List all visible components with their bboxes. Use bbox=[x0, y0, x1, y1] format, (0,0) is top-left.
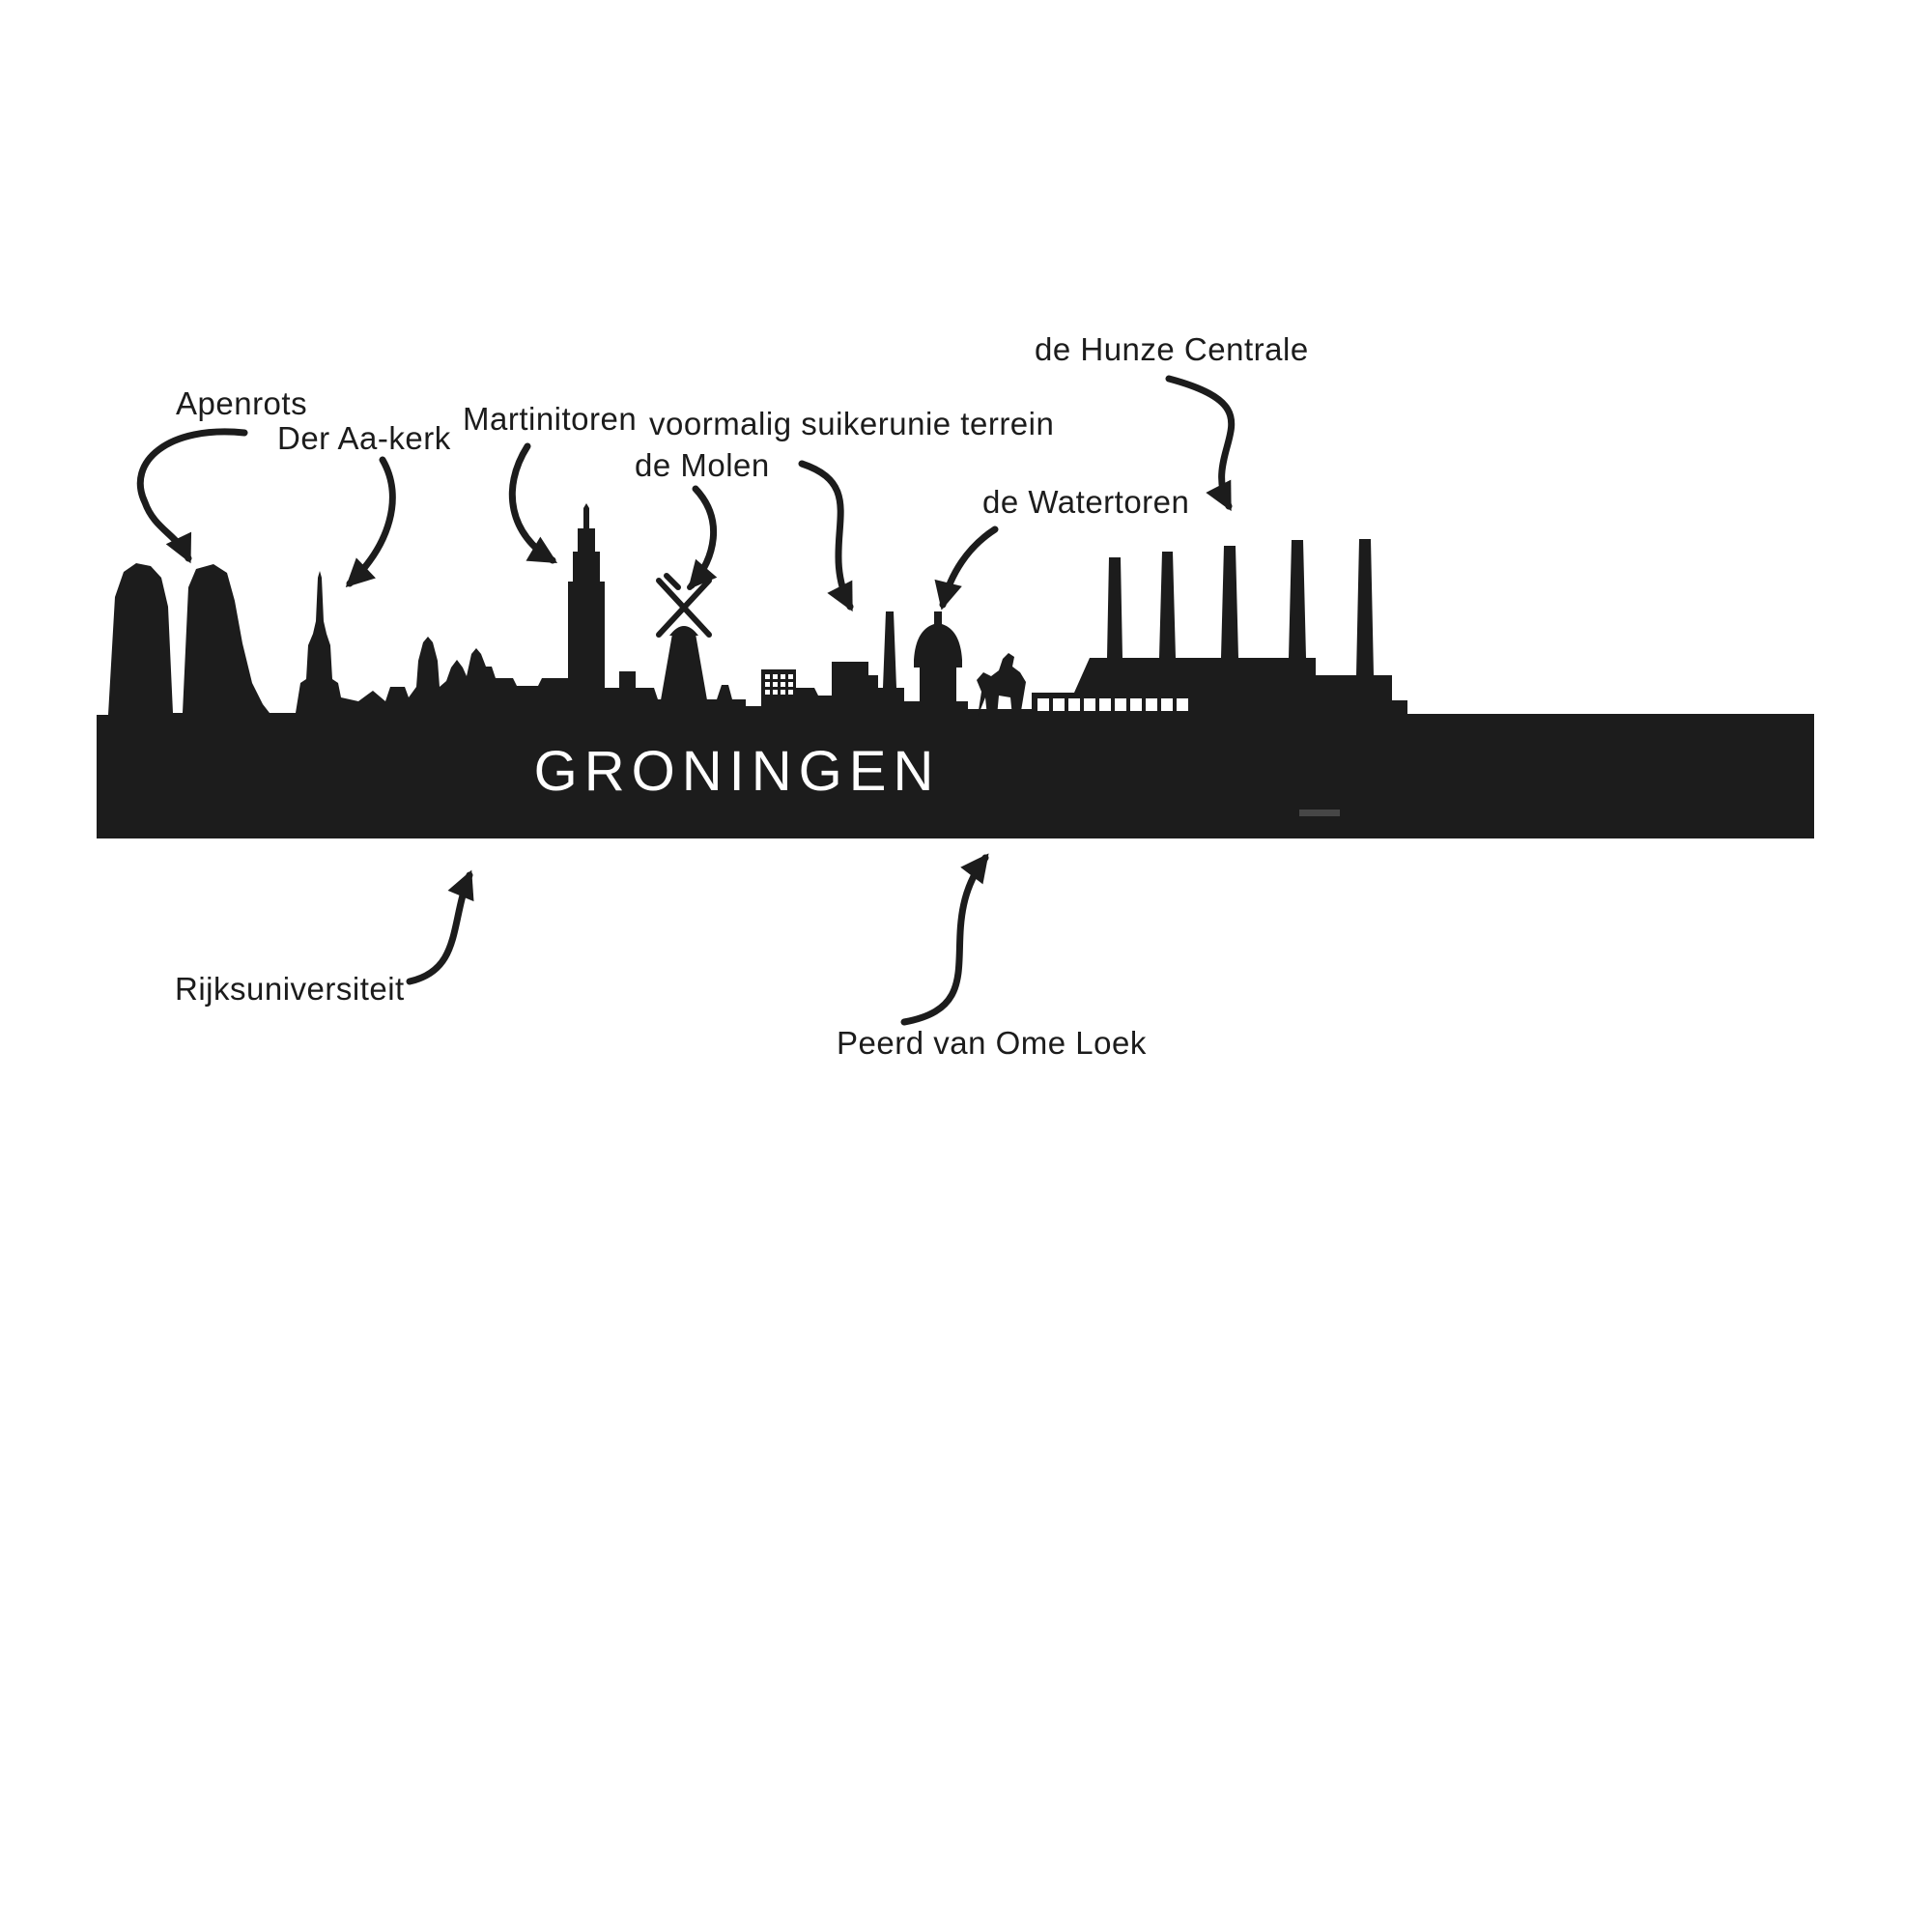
label-voormalig-suikerunie-terrein: voormalig suikerunie terrein bbox=[649, 406, 1055, 441]
de-hunze-centrale-arrow bbox=[1165, 375, 1236, 512]
apenrots-arrow bbox=[136, 428, 248, 564]
martinitoren-arrow bbox=[508, 442, 558, 564]
label-de-watertoren: de Watertoren bbox=[982, 484, 1190, 520]
label-de-hunze-centrale: de Hunze Centrale bbox=[1035, 331, 1309, 367]
label-rijksuniversiteit: Rijksuniversiteit bbox=[175, 971, 405, 1007]
building-window-grid bbox=[765, 674, 793, 695]
city-name: GRONINGEN bbox=[534, 740, 941, 803]
windmill-cap bbox=[669, 626, 698, 636]
der-aa-kerk-arrow bbox=[345, 456, 396, 588]
label-der-aa-kerk: Der Aa-kerk bbox=[277, 420, 451, 456]
horse-statue-silhouette bbox=[977, 653, 1026, 717]
label-martinitoren: Martinitoren bbox=[463, 401, 638, 437]
label-apenrots: Apenrots bbox=[176, 385, 308, 421]
windmill-body bbox=[658, 634, 710, 717]
label-peerd-van-ome-loek: Peerd van Ome Loek bbox=[837, 1025, 1147, 1061]
suikerunie-arrow bbox=[798, 460, 854, 612]
peerd-van-ome-loek-arrow bbox=[900, 853, 989, 1026]
annotation-arrows bbox=[136, 375, 1236, 1026]
de-molen-arrow bbox=[688, 485, 718, 590]
windmill-sails-icon bbox=[656, 573, 712, 638]
watermark bbox=[1299, 810, 1340, 816]
rijksuniversiteit-arrow bbox=[406, 869, 474, 985]
label-de-molen: de Molen bbox=[635, 447, 770, 483]
factory-window-row bbox=[1037, 698, 1188, 711]
skyline-silhouette bbox=[97, 503, 1814, 838]
de-watertoren-arrow bbox=[934, 526, 999, 611]
